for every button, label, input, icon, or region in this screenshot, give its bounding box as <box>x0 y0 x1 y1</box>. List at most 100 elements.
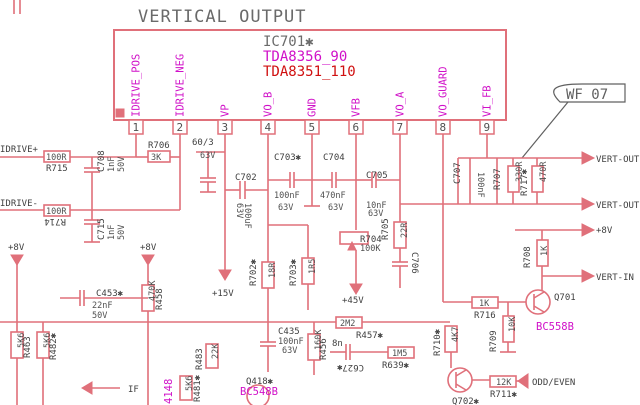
c707-ref: C707 <box>453 162 463 184</box>
r702-ref: R702✱ <box>249 258 259 286</box>
ic701-pin3-label: VP <box>220 104 232 117</box>
net-idrive-pos: IDRIVE+ <box>0 145 39 155</box>
ic701-pin9-number: 9 <box>484 121 491 134</box>
ic701-pin4-number: 4 <box>265 121 272 134</box>
q701-emitter <box>533 305 545 313</box>
r715-value: 100R <box>46 153 67 163</box>
r470-value: 470R <box>539 161 549 182</box>
ic701-pin5-label: GND <box>307 98 319 117</box>
wf07-callout: WF 07 <box>521 83 626 159</box>
q701-part: BC558B <box>536 321 574 333</box>
ic701-pin1-label: IDRIVE_POS <box>131 54 143 117</box>
net-odd-even: ODD/EVEN <box>532 378 575 388</box>
ic701-pin6-label: VFB <box>351 98 363 117</box>
r704-ref: R704 <box>360 235 382 245</box>
c453-voltage: 50V <box>92 311 107 321</box>
r458-value: 470K <box>148 280 158 301</box>
r463-value: 5K6 <box>17 333 27 348</box>
c715-voltage: 50V <box>117 225 127 240</box>
r714-ref: R714 <box>44 216 66 226</box>
r711-ref: R711✱ <box>490 390 518 400</box>
r457-ref: R457✱ <box>356 331 384 341</box>
ic701-pin4-label: VO_B <box>263 92 275 117</box>
q702-ref: Q702✱ <box>452 397 480 405</box>
ic701-pin2-label: IDRIVE_NEG <box>175 54 187 117</box>
c705-ref: C705 <box>366 171 388 181</box>
c703-ref: C703✱ <box>274 153 302 163</box>
r710-ref: R710✱ <box>433 328 443 356</box>
c704-value: 470nF <box>320 191 346 201</box>
r715-ref: R715 <box>46 164 68 174</box>
ic701-pin8-number: 8 <box>440 121 447 134</box>
net-plus15v: +15V <box>212 289 234 299</box>
ic701-pin2-number: 2 <box>177 121 184 134</box>
net-plus8v-right: +8V <box>596 226 613 236</box>
c706-ref: C706 <box>409 252 419 274</box>
c715-value: 1nF <box>107 225 117 240</box>
ic701-part-b: TDA8351_110 <box>263 64 356 80</box>
vert-in-arrow <box>581 269 596 283</box>
c702-ref: C702 <box>235 173 257 183</box>
r463-body <box>10 331 24 359</box>
vert-out-1-arrow <box>581 151 596 165</box>
c715-ref: C715 <box>97 218 107 240</box>
net-vert-in: VERT-IN <box>596 273 634 283</box>
net-idrive-neg: IDRIVE- <box>0 199 38 209</box>
d4148-label: 4148 <box>163 379 175 404</box>
r709-value: 10K <box>508 316 518 332</box>
r639-body <box>387 346 415 359</box>
c705-value: 10nF <box>366 201 386 211</box>
q701-collector <box>533 291 545 299</box>
ic701-block: IC701✱ TDA8356_90 TDA8351_110 1IDRIVE_PO… <box>113 29 507 135</box>
odd-even-arrow <box>517 373 529 389</box>
ic701-pin1-marker <box>115 108 125 118</box>
r705-ref: R705 <box>381 218 391 240</box>
c453-value: 22nF <box>92 301 112 311</box>
c702-voltage: 63V <box>234 203 244 218</box>
r639-ref: R639✱ <box>382 361 410 371</box>
ic701-pin1-number: 1 <box>133 121 140 134</box>
r483-ref: R483 <box>195 348 205 370</box>
c6013-ref: 60/3 <box>192 138 214 148</box>
plus45v-arrow <box>349 283 363 295</box>
c703-voltage: 63V <box>278 203 293 213</box>
ic701-pin3-number: 3 <box>222 121 229 134</box>
r482-ref: R482✱ <box>49 332 59 360</box>
r705-value: 22R <box>400 222 410 238</box>
wf07-leader <box>521 101 569 159</box>
plus15v-arrow <box>218 269 232 281</box>
r706-ref: R706 <box>148 141 170 151</box>
r706-value: 3K <box>151 153 162 163</box>
q702-emitter <box>455 383 467 391</box>
q702-body <box>447 367 473 393</box>
q702-collector <box>455 369 467 377</box>
c6013-voltage: 63V <box>200 151 215 161</box>
r481-ref: R481✱ <box>193 374 203 402</box>
r708-ref: R708 <box>523 246 533 268</box>
r704-value: 100K <box>360 244 381 254</box>
r717-value: 330R <box>515 161 525 182</box>
r704-wiper <box>347 240 357 251</box>
c708-ref: C708 <box>97 150 107 172</box>
r481-body <box>179 375 193 401</box>
plus8v-mid-arrow <box>141 254 155 266</box>
r714-value: 100R <box>46 207 67 217</box>
r717-ref: R717✱ <box>520 168 530 196</box>
net-vert-out-1: VERT-OUT <box>596 155 640 165</box>
c627-value: 8n <box>332 339 343 349</box>
r456-value: 160K <box>314 329 324 350</box>
q418-ref: Q418✱ <box>246 377 274 387</box>
net-plus8v-left: +8V <box>8 243 25 253</box>
vert-out-2-arrow <box>581 197 596 211</box>
r463-ref: R463 <box>23 336 33 358</box>
c435-value: 100nF <box>278 337 304 347</box>
ic701-ref: IC701✱ <box>263 34 314 50</box>
ic701-pins: 1IDRIVE_POS2IDRIVE_NEG3VP4VO_B5GND6VFB7V… <box>128 54 495 135</box>
r716-value: 1K <box>479 299 490 309</box>
net-plus45v: +45V <box>342 296 364 306</box>
r716-ref: R716 <box>474 311 496 321</box>
r456-ref: R456 <box>319 338 329 360</box>
if-arrow <box>81 381 93 395</box>
r707-ref: R707 <box>493 168 503 190</box>
